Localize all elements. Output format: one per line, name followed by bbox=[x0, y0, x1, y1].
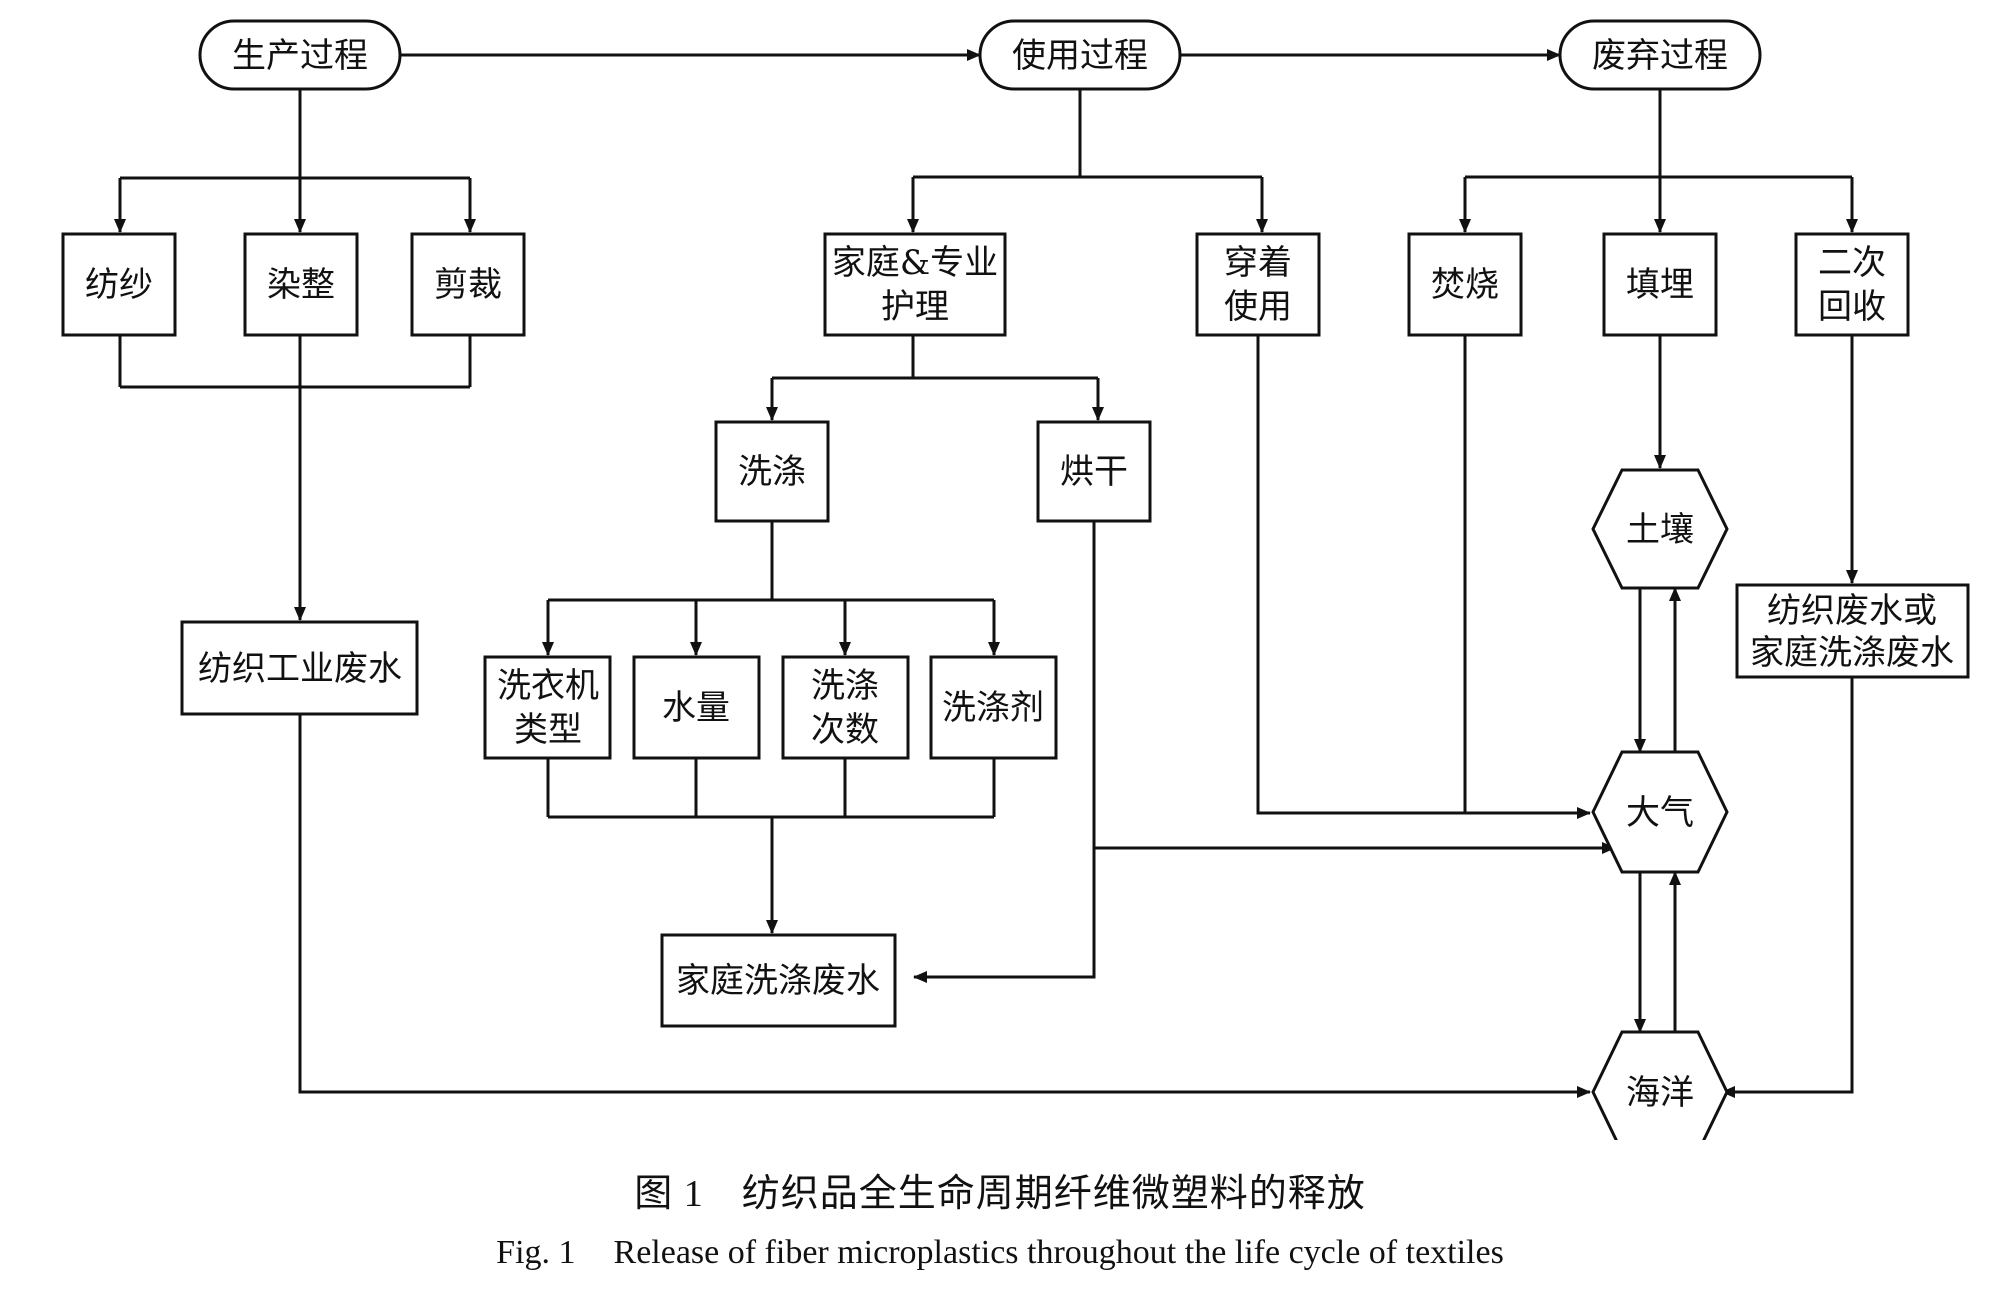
node-production-label: 生产过程 bbox=[232, 36, 368, 76]
node-recycling-label-line1: 二次 bbox=[1818, 243, 1886, 283]
node-atmosphere-label: 大气 bbox=[1626, 793, 1694, 833]
node-dyeing: 染整 bbox=[243, 232, 359, 337]
node-household-wastewater-label: 家庭洗涤废水 bbox=[676, 961, 880, 1001]
nodes: 生产过程 使用过程 废弃过程 纺纱 染整 剪裁 家庭&专业 护理 bbox=[61, 19, 1970, 1140]
figure-caption-chinese: 图 1 纺织品全生命周期纤维微塑料的释放 bbox=[0, 1162, 2000, 1217]
node-recycling-label-line2: 回收 bbox=[1818, 287, 1886, 327]
node-wash-count: 洗涤 次数 bbox=[781, 655, 910, 760]
figure-caption-chinese-text: 纺织品全生命周期纤维微塑料的释放 bbox=[741, 1173, 1366, 1215]
figure-caption-english-text: Release of fiber microplastics throughou… bbox=[613, 1234, 1504, 1271]
node-soil: 土壤 bbox=[1591, 468, 1729, 590]
node-disposal-label: 废弃过程 bbox=[1592, 36, 1728, 76]
node-incineration-label: 焚烧 bbox=[1431, 265, 1499, 305]
node-spinning: 纺纱 bbox=[61, 232, 177, 337]
node-incineration: 焚烧 bbox=[1407, 232, 1523, 337]
node-machine-type-label-line2: 类型 bbox=[514, 710, 582, 750]
node-water-volume: 水量 bbox=[632, 655, 761, 760]
node-machine-type-label-line1: 洗衣机 bbox=[497, 666, 599, 706]
node-household-wastewater: 家庭洗涤废水 bbox=[660, 933, 897, 1028]
life-cycle-flowchart: 生产过程 使用过程 废弃过程 纺纱 染整 剪裁 家庭&专业 护理 bbox=[61, 19, 1970, 1140]
node-washing-label: 洗涤 bbox=[738, 452, 806, 492]
node-water-volume-label: 水量 bbox=[662, 688, 730, 728]
node-dyeing-label: 染整 bbox=[267, 265, 335, 305]
node-textile-wastewater: 纺织工业废水 bbox=[180, 620, 419, 716]
figure-caption-chinese-label: 图 1 bbox=[634, 1173, 704, 1215]
edge-drying-to-household-wastewater bbox=[913, 521, 1096, 983]
node-detergent-label: 洗涤剂 bbox=[942, 688, 1044, 728]
node-washing: 洗涤 bbox=[714, 420, 830, 523]
node-ocean-label: 海洋 bbox=[1626, 1073, 1694, 1113]
node-care-label-line1: 家庭&专业 bbox=[832, 243, 998, 283]
edge-textile-wastewater-to-ocean bbox=[298, 714, 1591, 1098]
node-drying: 烘干 bbox=[1036, 420, 1152, 523]
node-landfill: 填埋 bbox=[1602, 232, 1718, 337]
node-ocean: 海洋 bbox=[1591, 1030, 1729, 1140]
node-spinning-label: 纺纱 bbox=[85, 265, 153, 305]
node-disposal: 废弃过程 bbox=[1558, 19, 1762, 91]
node-landfill-label: 填埋 bbox=[1626, 265, 1694, 305]
edge-wearing-to-atmosphere bbox=[1256, 335, 1591, 819]
node-wash-count-label-line2: 次数 bbox=[811, 710, 879, 750]
node-cutting-label: 剪裁 bbox=[434, 265, 502, 305]
node-soil-label: 土壤 bbox=[1626, 510, 1694, 550]
node-production: 生产过程 bbox=[198, 19, 402, 91]
node-usage-label: 使用过程 bbox=[1012, 36, 1148, 76]
node-drying-label: 烘干 bbox=[1060, 452, 1128, 492]
node-wearing-label-line2: 使用 bbox=[1224, 287, 1292, 327]
node-wearing: 穿着 使用 bbox=[1195, 232, 1321, 337]
node-textile-or-household-wastewater: 纺织废水或 家庭洗涤废水 bbox=[1735, 583, 1970, 679]
node-care-label-line2: 护理 bbox=[881, 287, 949, 327]
node-textile-wastewater-label: 纺织工业废水 bbox=[198, 649, 402, 689]
edge-wastewater-to-ocean bbox=[1721, 677, 1854, 1098]
node-atmosphere: 大气 bbox=[1591, 750, 1729, 874]
node-textile-or-household-wastewater-line2: 家庭洗涤废水 bbox=[1750, 633, 1954, 673]
figure-caption-english-label: Fig. 1 bbox=[496, 1234, 576, 1271]
connectors bbox=[114, 49, 1858, 1098]
figure-caption-english: Fig. 1 Release of fiber microplastics thr… bbox=[0, 1234, 2000, 1272]
node-wearing-label-line1: 穿着 bbox=[1224, 243, 1292, 283]
node-textile-or-household-wastewater-line1: 纺织废水或 bbox=[1767, 591, 1937, 631]
node-wash-count-label-line1: 洗涤 bbox=[811, 666, 879, 706]
node-usage: 使用过程 bbox=[978, 19, 1182, 91]
node-care: 家庭&专业 护理 bbox=[823, 232, 1007, 337]
node-machine-type: 洗衣机 类型 bbox=[483, 655, 612, 760]
node-cutting: 剪裁 bbox=[410, 232, 526, 337]
node-recycling: 二次 回收 bbox=[1794, 232, 1910, 337]
node-detergent: 洗涤剂 bbox=[929, 655, 1058, 760]
